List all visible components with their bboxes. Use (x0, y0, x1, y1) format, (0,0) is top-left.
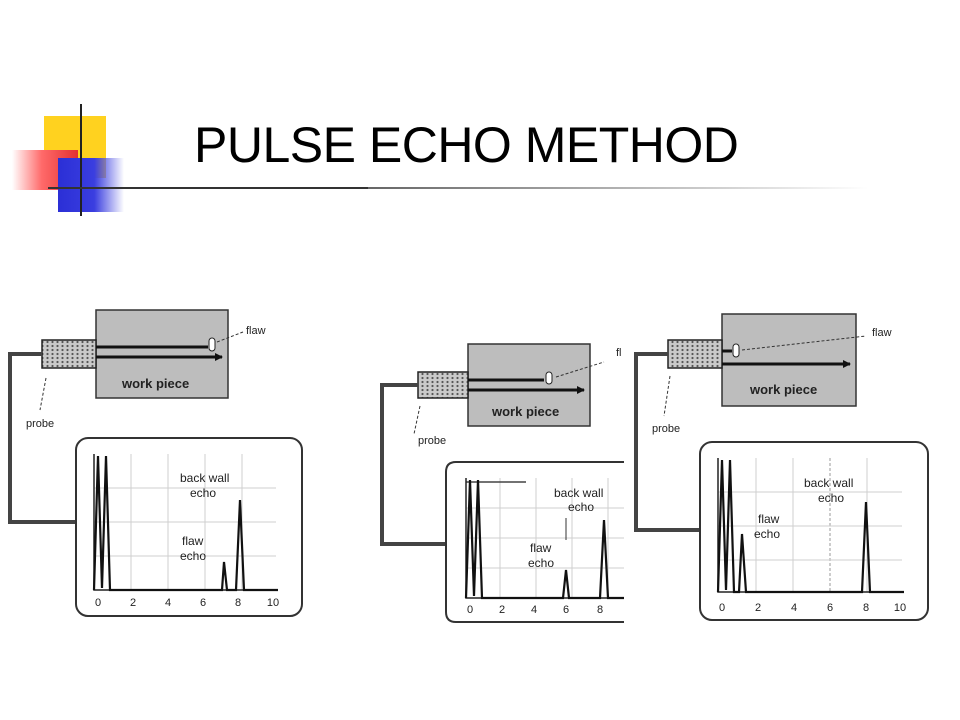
title-underline (48, 187, 368, 189)
probe-leader (413, 405, 421, 435)
tick-label: 6 (827, 602, 833, 614)
tick-label: 2 (499, 604, 505, 616)
flaw-leader (555, 361, 605, 378)
flaw-echo-label-2: echo (180, 549, 206, 563)
title-underline-fade (368, 187, 868, 189)
flaw-echo-label-2: echo (754, 527, 780, 541)
probe-label: probe (26, 418, 54, 430)
tick-label: 0 (95, 597, 101, 609)
flaw-leader (741, 335, 867, 351)
echo-trace (92, 455, 278, 592)
tick-label: 6 (563, 604, 569, 616)
flaw (208, 337, 216, 352)
probe-leader (39, 377, 47, 411)
probe-cable (634, 352, 700, 532)
oscilloscope-clipped: back wall echo flaw echo 0 2 4 6 8 (445, 461, 624, 623)
tick-label: 0 (719, 602, 725, 614)
page-title: PULSE ECHO METHOD (194, 117, 739, 173)
flaw-echo-label-1: flaw (182, 534, 204, 548)
tick-labels: 0 2 4 6 8 10 (719, 602, 906, 614)
probe-label: probe (418, 435, 446, 447)
panel-2: fl work piece probe back wall echo flaw … (380, 343, 624, 623)
probe (417, 371, 469, 399)
panel-3: flaw work piece probe back wall echo fla… (634, 313, 929, 621)
work-piece-label: work piece (491, 404, 559, 419)
tick-label: 4 (165, 597, 171, 609)
back-wall-echo-label-1: back wall (554, 486, 603, 500)
work-piece (95, 309, 229, 399)
tick-labels: 0 2 4 6 8 10 (95, 597, 279, 609)
probe (41, 339, 97, 369)
tick-labels: 0 2 4 6 8 (467, 604, 603, 616)
tick-label: 0 (467, 604, 473, 616)
tick-label: 8 (235, 597, 241, 609)
probe (667, 339, 723, 369)
oscilloscope (75, 437, 303, 617)
decor-vertical-line (80, 104, 82, 216)
back-wall-echo-label-2: echo (568, 500, 594, 514)
echo-trace (464, 479, 624, 600)
work-piece-label: work piece (121, 376, 189, 391)
oscilloscope (445, 461, 624, 623)
probe-leader (663, 375, 671, 417)
tick-label: 4 (531, 604, 537, 616)
tick-label: 10 (894, 602, 906, 614)
oscilloscope-grid (718, 458, 902, 592)
panel-1: flaw work piece probe back wall echo fla… (8, 309, 303, 617)
flaw-echo-label-1: flaw (530, 541, 552, 555)
oscilloscope (699, 441, 929, 621)
probe-cable (380, 383, 446, 546)
work-piece-label: work piece (749, 382, 817, 397)
tick-label: 10 (267, 597, 279, 609)
flaw-label: fl (616, 347, 622, 359)
tick-label: 8 (597, 604, 603, 616)
back-wall-echo-label-2: echo (818, 491, 844, 505)
back-wall-echo-label-1: back wall (180, 471, 229, 485)
flaw-label: flaw (246, 325, 266, 337)
flaw-echo-label-2: echo (528, 556, 554, 570)
decor-blue-square (58, 158, 124, 212)
flaw (732, 343, 740, 358)
flaw-label: flaw (872, 327, 892, 339)
tick-label: 2 (755, 602, 761, 614)
tick-label: 6 (200, 597, 206, 609)
tick-label: 8 (863, 602, 869, 614)
tick-label: 2 (130, 597, 136, 609)
back-wall-echo-label-1: back wall (804, 476, 853, 490)
probe-label: probe (652, 423, 680, 435)
flaw (545, 371, 553, 385)
flaw-echo-label-1: flaw (758, 512, 780, 526)
tick-label: 4 (791, 602, 797, 614)
echo-trace (716, 459, 904, 594)
back-wall-echo-label-2: echo (190, 486, 216, 500)
probe-cable (8, 352, 76, 524)
oscilloscope-grid (466, 478, 624, 598)
